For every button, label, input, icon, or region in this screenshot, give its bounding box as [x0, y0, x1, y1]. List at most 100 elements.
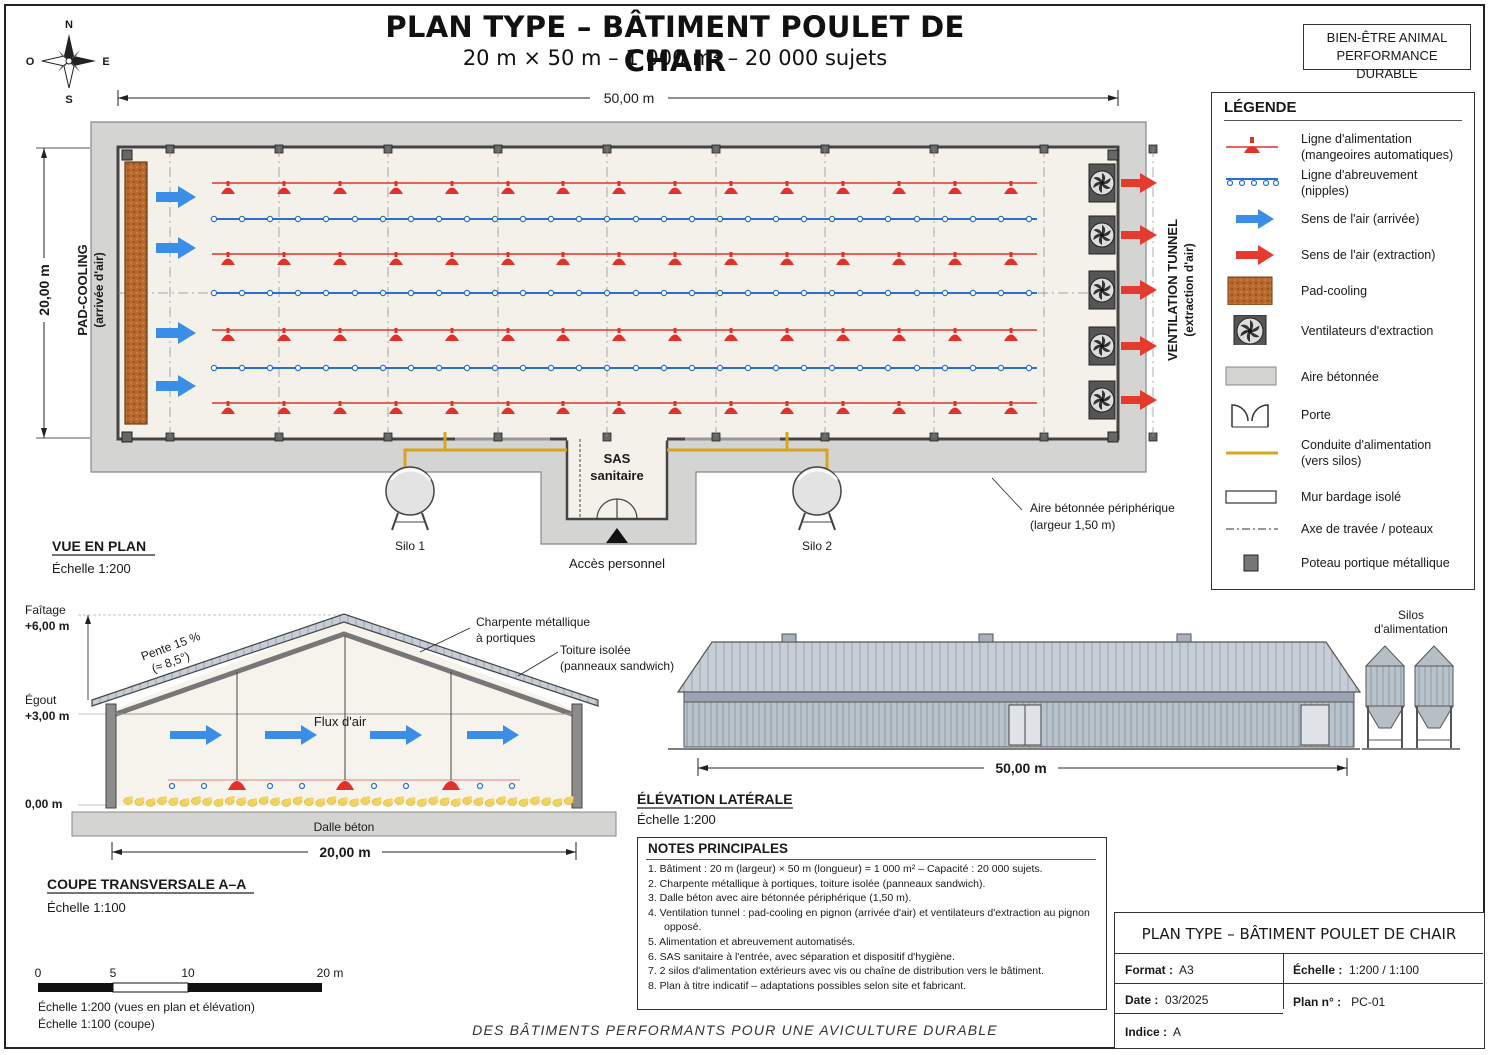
feeder-pan [836, 334, 850, 341]
nipple [519, 215, 527, 223]
nipple [800, 364, 808, 372]
plan-width-dimension: 20,00 m [36, 264, 52, 315]
feeder-pan [556, 407, 570, 414]
note-item: 2. Charpente métallique à portiques, toi… [648, 877, 986, 890]
legend-label: Aire bétonnée [1301, 370, 1379, 384]
nipple [435, 364, 443, 372]
feeder-pan [501, 334, 515, 341]
nipple [969, 364, 977, 372]
feeder-pan [724, 258, 738, 265]
nipple [463, 289, 471, 297]
eave-level: +3,00 m [25, 709, 69, 723]
nipple [238, 364, 246, 372]
cross-section: Faîtage +6,00 m Égout +3,00 m 0,00 m Dal… [25, 603, 674, 915]
legend-label: Ligne d'alimentation (mangeoires automat… [1301, 132, 1454, 162]
title-block-title: PLAN TYPE – BÂTIMENT POULET DE CHAIR [1115, 913, 1483, 954]
ventilation-label: VENTILATION TUNNEL [1165, 219, 1180, 361]
feed-pipe-icon [1226, 451, 1278, 455]
format-label: Format : [1125, 963, 1173, 977]
note-item: 8. Plan à titre indicatif – adaptations … [648, 979, 967, 992]
silo-2-label: Silo 2 [802, 539, 832, 553]
legend-label: Pad-cooling [1301, 284, 1368, 298]
nipple [379, 289, 387, 297]
feeder-pan [724, 334, 738, 341]
feeder-pan [612, 258, 626, 265]
pad-cooling-panel [124, 161, 148, 425]
feed-pipe [785, 432, 829, 470]
nipple [210, 289, 218, 297]
silo-1 [385, 466, 435, 531]
nipple [547, 364, 555, 372]
nipple [772, 215, 780, 223]
feeder-pan [228, 781, 246, 790]
nipple [294, 215, 302, 223]
air-in-arrow-icon [1236, 209, 1274, 229]
plan-view: 50,00 m 20,00 m SAS sanitaire Accès pers… [34, 88, 1267, 576]
elevation-silo [1364, 645, 1406, 748]
wall-icon [1225, 490, 1277, 504]
feeder-pan [445, 258, 459, 265]
elevation-length-dimension: 50,00 m [995, 760, 1046, 776]
post-icon [1243, 554, 1259, 572]
feeder-pan [442, 781, 460, 790]
scale-label: Échelle : [1293, 963, 1343, 977]
nipple [238, 215, 246, 223]
nipple [969, 215, 977, 223]
legend-label: Axe de travée / poteaux [1301, 522, 1434, 536]
sas-label-2: sanitaire [590, 468, 643, 483]
date-label: Date : [1125, 993, 1159, 1007]
feeder-pan [277, 334, 291, 341]
silo-2 [792, 466, 842, 531]
feeder-pan [221, 187, 235, 194]
nipple [168, 782, 176, 790]
format-value: A3 [1179, 963, 1194, 977]
side-elevation: Silos d'alimentation 50,00 m ÉLÉVATION L… [637, 608, 1460, 827]
note-item: 5. Alimentation et abreuvement automatis… [648, 935, 856, 948]
nipple [744, 215, 752, 223]
nipple [632, 215, 640, 223]
ridge-label: Faîtage [25, 603, 66, 617]
feeder-pan [221, 407, 235, 414]
nipple [294, 289, 302, 297]
nipple [660, 364, 668, 372]
index-label: Indice : [1125, 1025, 1168, 1039]
feeder-pan [780, 334, 794, 341]
nipple [519, 289, 527, 297]
nipple [997, 215, 1005, 223]
feeder-pan [389, 407, 403, 414]
air-inlet-arrows [156, 186, 196, 397]
date-value: 03/2025 [1165, 993, 1209, 1007]
nipple [407, 289, 415, 297]
elevation-view-title: ÉLÉVATION LATÉRALE [637, 791, 793, 807]
legend-label: Mur bardage isolé [1301, 490, 1402, 504]
nipple [660, 215, 668, 223]
nipple [407, 364, 415, 372]
pad-cooling-icon [1227, 276, 1273, 305]
nipple [884, 364, 892, 372]
feeding-drinking-lines [210, 181, 1037, 414]
feeder-pan [333, 187, 347, 194]
feeder-pan [780, 187, 794, 194]
exhaust-fans [1088, 163, 1116, 420]
nipple [351, 215, 359, 223]
nipple [603, 289, 611, 297]
nipple [716, 364, 724, 372]
air-inlet-arrow [156, 186, 196, 208]
nipple [463, 364, 471, 372]
nipple [322, 215, 330, 223]
plan-number-label: Plan n° : [1293, 995, 1342, 1009]
access-label: Accès personnel [569, 556, 665, 571]
air-outlet-arrows [1121, 173, 1157, 410]
nipple [266, 215, 274, 223]
section-width-dimension: 20,00 m [319, 844, 370, 860]
feeder-pan [501, 258, 515, 265]
feeder-pan [445, 407, 459, 414]
airflow-label: Flux d'air [314, 714, 367, 729]
scale-note-1: Échelle 1:200 (vues en plan et élévation… [38, 999, 255, 1014]
nipple [266, 782, 274, 790]
nipple [884, 289, 892, 297]
feeder-pan [333, 334, 347, 341]
nipple [547, 289, 555, 297]
roof-sublabel: (panneaux sandwich) [560, 659, 674, 673]
compass-n: N [65, 19, 73, 31]
